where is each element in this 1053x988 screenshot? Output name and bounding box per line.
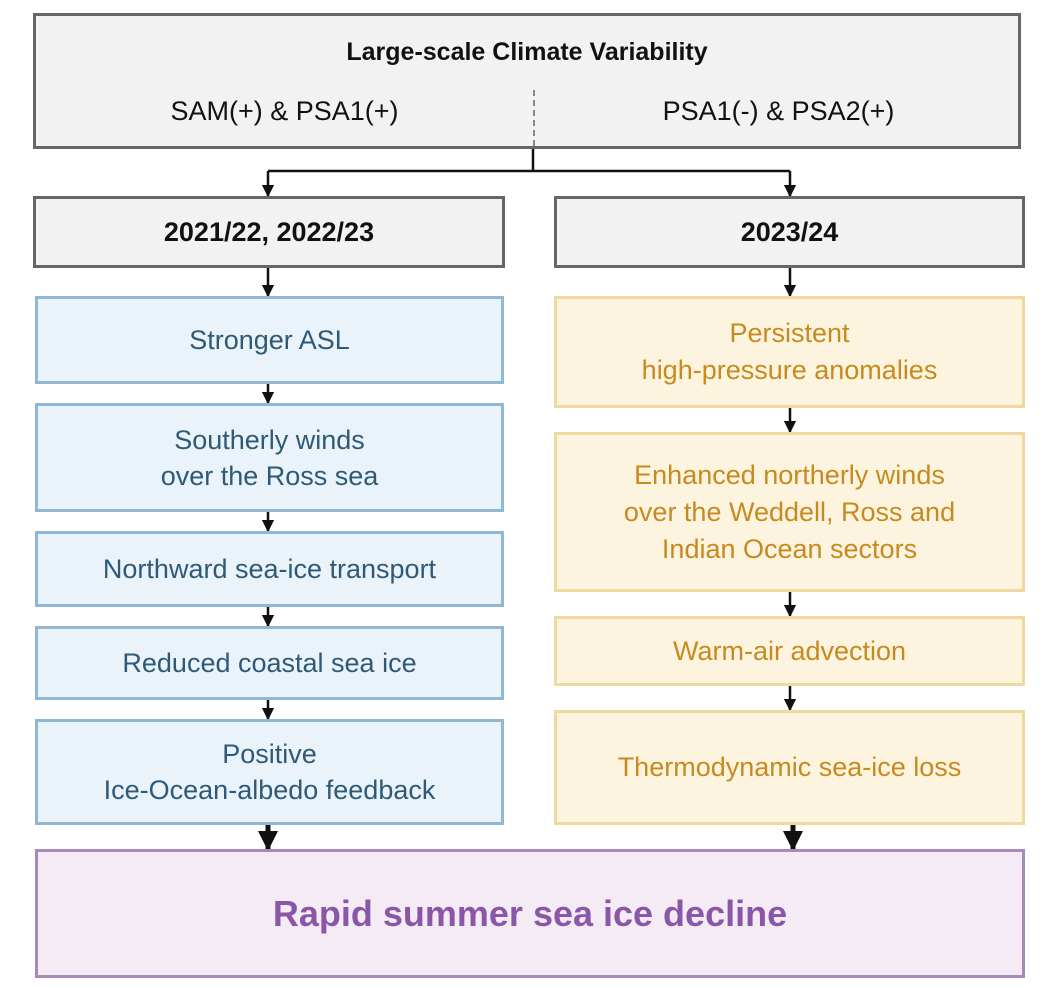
left-step-3: Northward sea-ice transport [35,531,504,607]
climate-variability-box: Large-scale Climate Variability SAM(+) &… [33,13,1021,149]
mode-right-label: PSA1(-) & PSA2(+) [662,96,895,126]
left-step-5: Positive Ice-Ocean-albedo feedback [35,719,504,825]
left-step-4: Reduced coastal sea ice [35,626,504,700]
right-branch-header: 2023/24 [554,196,1025,268]
left-step-2: Southerly winds over the Ross sea [35,403,504,512]
climate-variability-title: Large-scale Climate Variability [346,38,708,66]
outcome-box: Rapid summer sea ice decline [35,849,1025,978]
right-step-1: Persistent high-pressure anomalies [554,296,1025,408]
mode-divider [533,90,535,146]
right-step-2: Enhanced northerly winds over the Weddel… [554,432,1025,592]
right-step-3: Warm-air advection [554,616,1025,686]
right-step-4: Thermodynamic sea-ice loss [554,710,1025,825]
mode-left-label: SAM(+) & PSA1(+) [170,96,399,126]
left-branch-header: 2021/22, 2022/23 [33,196,505,268]
left-step-1: Stronger ASL [35,296,504,384]
